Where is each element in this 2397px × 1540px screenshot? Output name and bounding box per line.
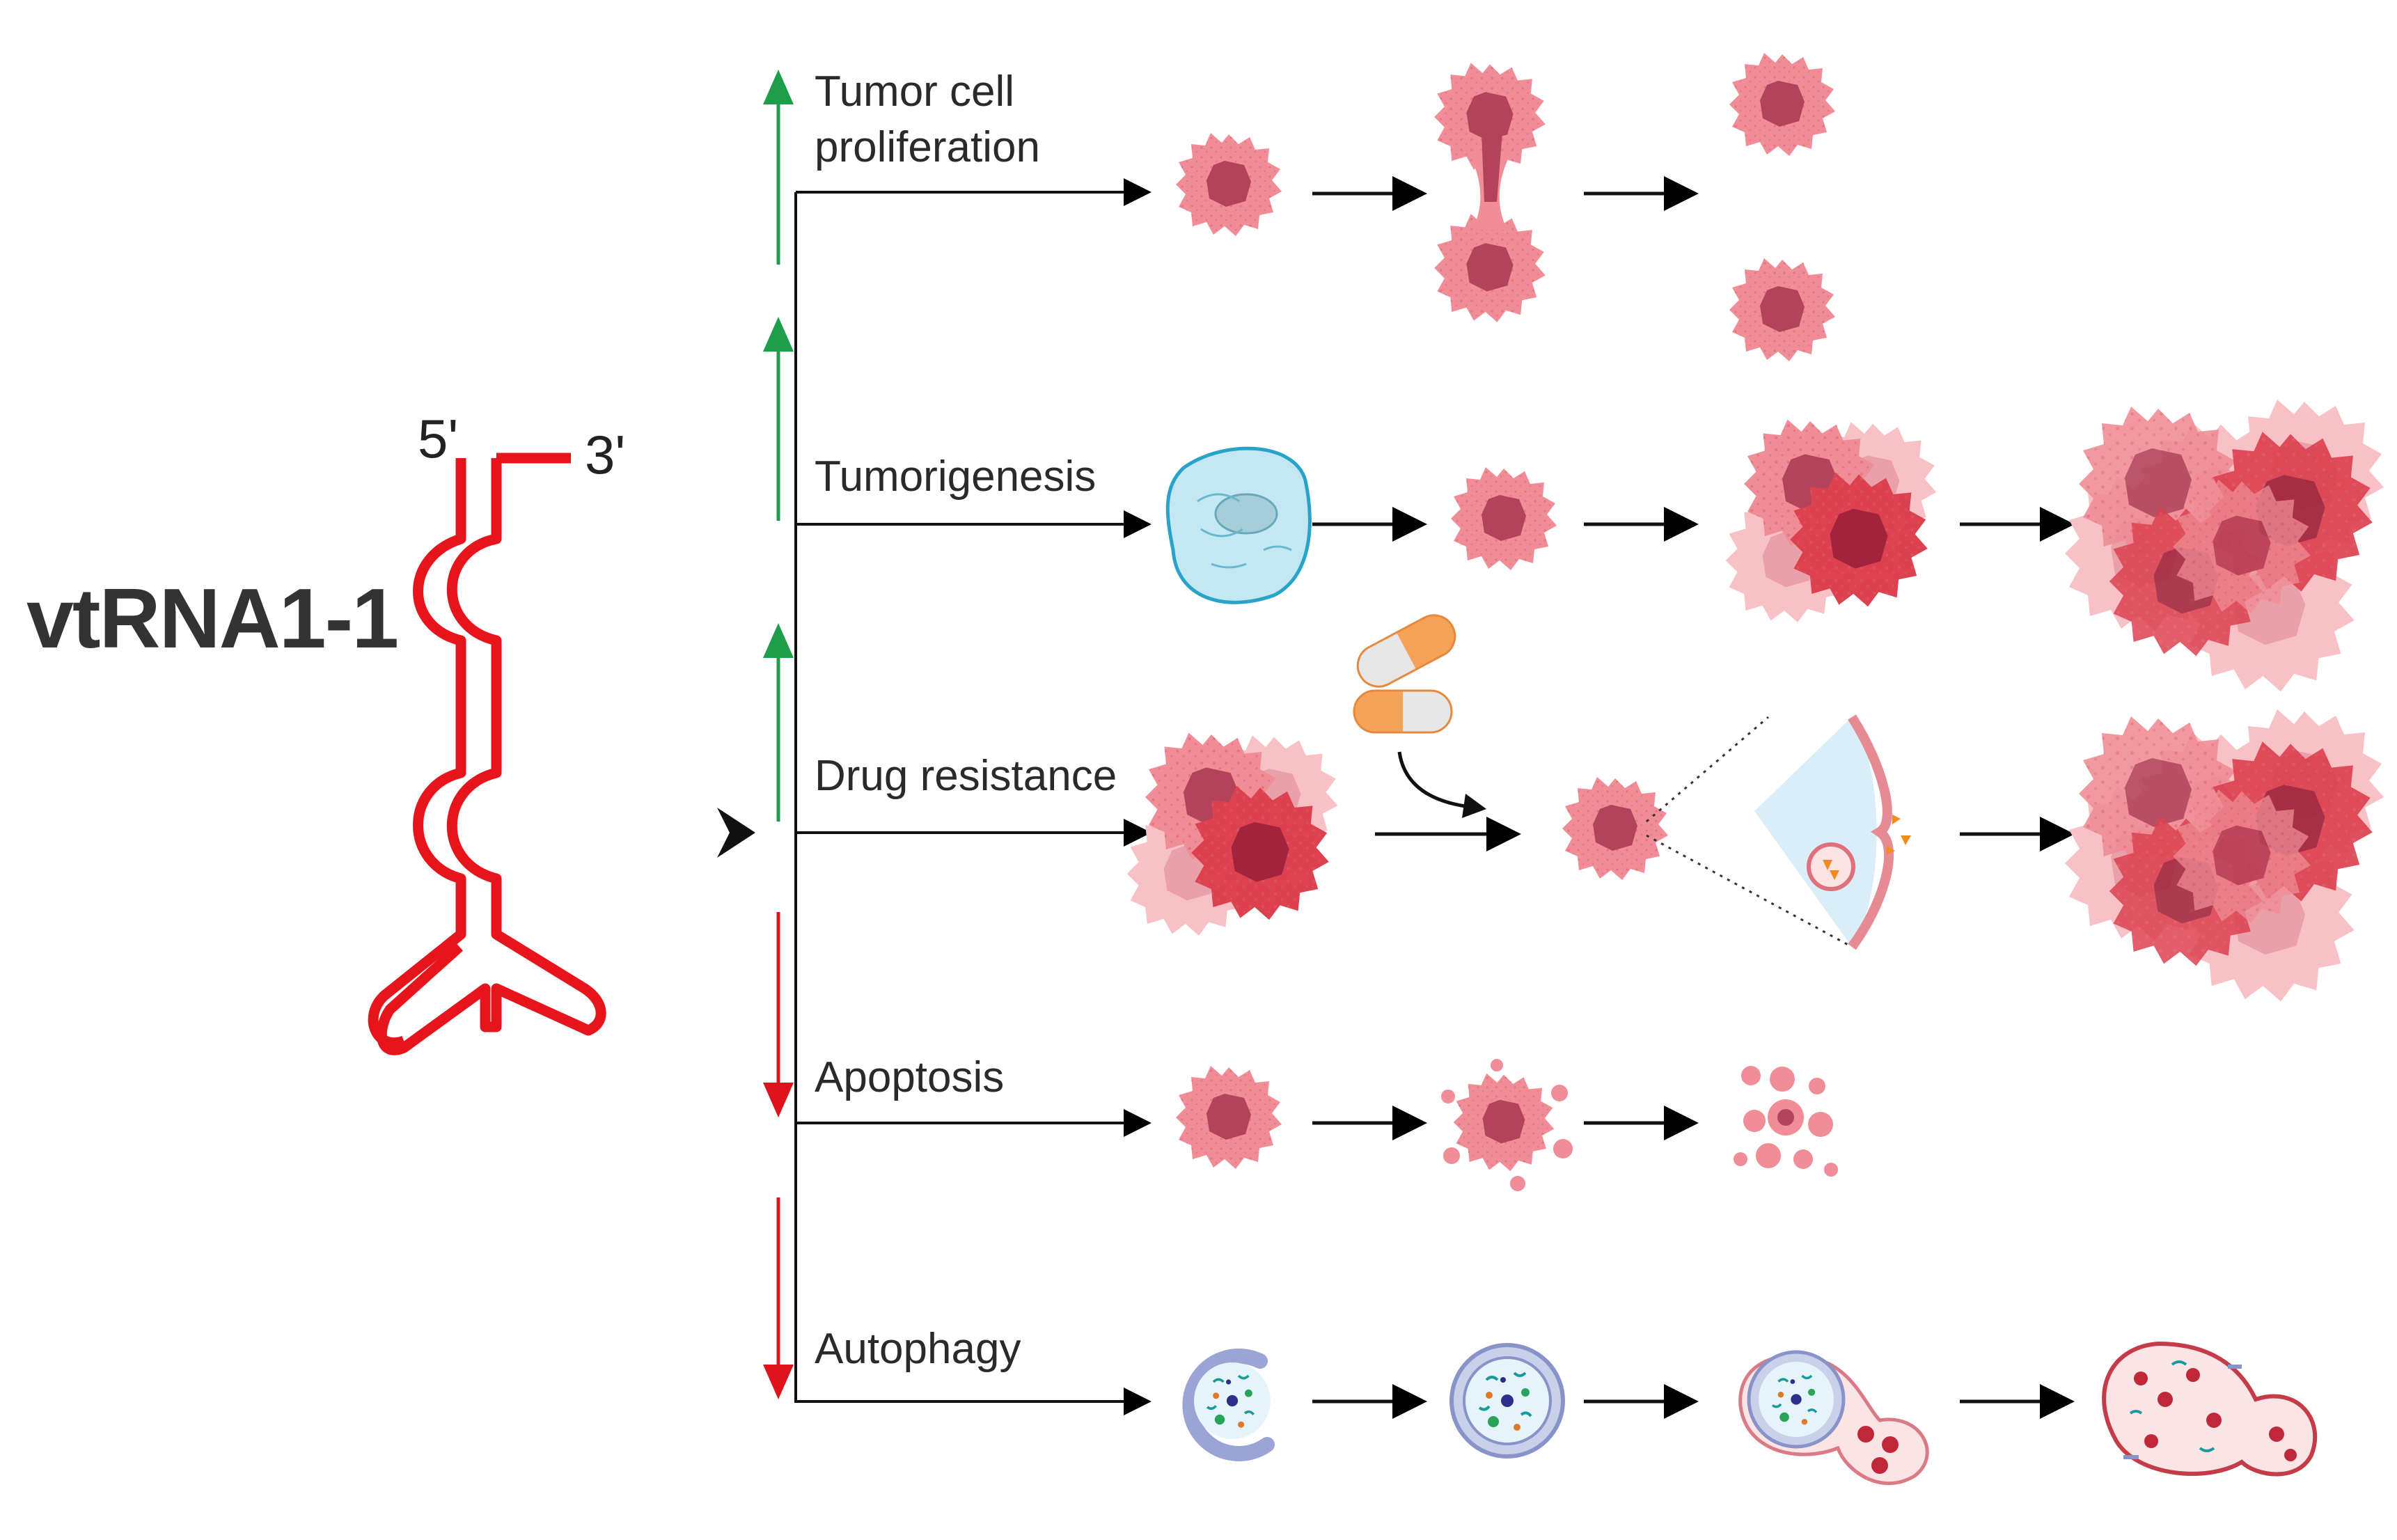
row-label-autophagy: Autophagy — [815, 1325, 1021, 1373]
fusing-lysosome — [1738, 1350, 1929, 1486]
autophagosome — [1449, 1343, 1565, 1459]
main-arrow — [599, 808, 755, 858]
apoptotic-bodies — [1734, 1066, 1838, 1177]
row-label-apoptosis: Apoptosis — [815, 1053, 1005, 1101]
molecule-name: vtRNA1-1 — [26, 571, 399, 666]
up-arrow-1 — [763, 70, 794, 265]
three-prime-label: 3' — [585, 424, 626, 485]
vtrna-strand-left — [368, 458, 466, 1048]
daughter-cell — [1729, 258, 1835, 361]
small-tumor-cluster — [1726, 420, 1936, 622]
drug-capsule-icon — [1353, 614, 1456, 734]
vtrna-structure — [376, 453, 606, 1055]
down-arrow-1 — [763, 912, 794, 1117]
tumor-cell — [1451, 467, 1557, 570]
tumor-cell — [1176, 133, 1282, 236]
tumor-cell — [1562, 777, 1668, 880]
dividing-cell — [1434, 63, 1546, 322]
phagophore — [1182, 1349, 1275, 1461]
drug-arrow — [1397, 751, 1477, 810]
row-label-tumorigenesis: Tumorigenesis — [815, 453, 1097, 501]
resistant-cluster — [1127, 733, 1337, 936]
up-arrow-2 — [763, 317, 794, 521]
row-label-drug-resistance: Drug resistance — [815, 752, 1117, 800]
up-arrow-3 — [763, 623, 794, 822]
row-label-proliferation: Tumor cell proliferation — [815, 68, 1040, 171]
down-arrow-2 — [763, 1197, 794, 1399]
five-prime-label: 5' — [418, 408, 459, 469]
tumor-mass — [2065, 400, 2384, 691]
daughter-cell — [1729, 53, 1835, 156]
autolysosome — [2102, 1341, 2318, 1477]
blebbing-cell — [1441, 1059, 1573, 1191]
tumor-mass — [2065, 709, 2384, 1001]
membrane-zoom — [1646, 714, 1911, 950]
normal-cell — [1165, 446, 1312, 604]
tumor-cell — [1176, 1066, 1282, 1169]
